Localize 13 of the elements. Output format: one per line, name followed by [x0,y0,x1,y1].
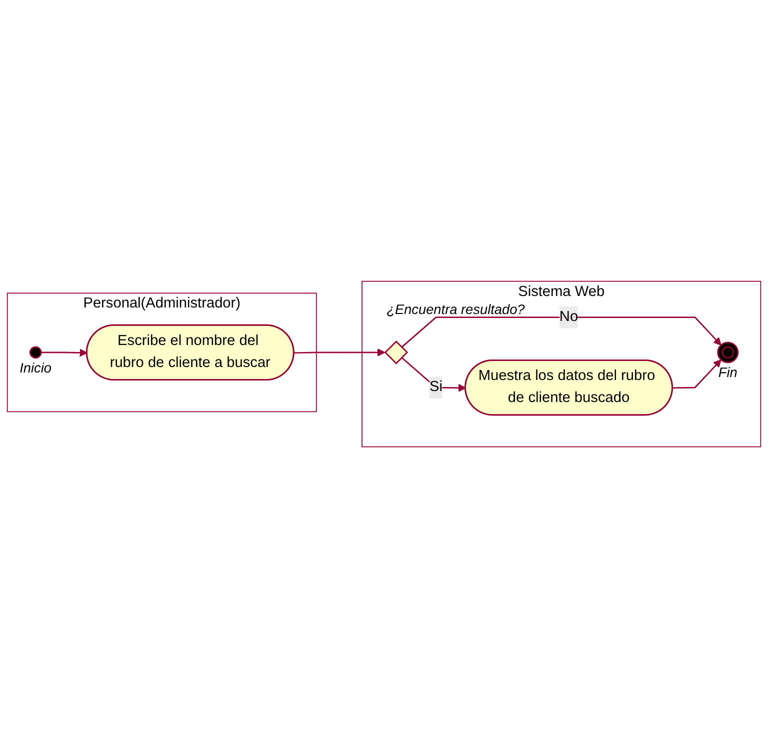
edge-label: Si [429,380,442,396]
arrow [401,317,722,348]
node-caption: Inicio [20,360,52,376]
edge-label: No [559,310,578,326]
node-diamond [384,340,408,365]
arrow [41,349,88,358]
node-circle [29,346,42,360]
arrow [401,357,466,392]
node-circle [717,342,739,364]
arrow [672,360,722,390]
decision-label: ¿Encuentra resultado? [386,302,525,318]
arrow [294,348,386,357]
node-caption: Fin [718,366,738,380]
